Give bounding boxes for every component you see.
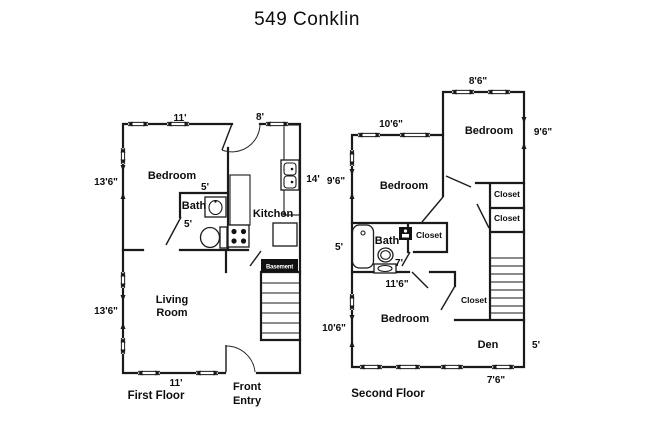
sf-dim-top-left: 10'6" bbox=[379, 119, 403, 130]
sf-dim-bath-left: 5' bbox=[335, 242, 343, 253]
sf-dim-bottom: 7'6" bbox=[487, 375, 506, 386]
basement-label: Basement bbox=[266, 265, 293, 271]
sf-dim-bath: 7' bbox=[395, 258, 403, 269]
sf-closet-den-label: Closet bbox=[461, 295, 487, 305]
ff-dim-bath-top: 5' bbox=[201, 182, 209, 193]
closet-sink-icon bbox=[399, 227, 412, 240]
first-floor-plan: Basement 11' 8' 13'6" Bedroom 5' Bath 5'… bbox=[94, 112, 320, 407]
sf-dim-top-right: 8'6" bbox=[469, 76, 488, 87]
ff-living-label-2: Room bbox=[156, 307, 187, 319]
ff-dim-top: 11' bbox=[174, 113, 187, 124]
basement-stairwell: Basement bbox=[261, 259, 299, 334]
ff-kitchen-label: Kitchen bbox=[253, 208, 294, 220]
ff-dim-kitchen-top: 8' bbox=[256, 112, 264, 123]
ff-entry-label-2: Entry bbox=[233, 395, 262, 407]
sf-interior-walls bbox=[350, 133, 526, 322]
sf-dim-left-upper: 9'6" bbox=[327, 176, 346, 187]
sf-bedroom-mid-label: Bedroom bbox=[380, 180, 429, 192]
ff-dim-bath-left: 5' bbox=[184, 219, 192, 230]
ff-outer-walls bbox=[121, 122, 302, 375]
ff-toilet bbox=[199, 226, 228, 249]
sf-dim-left-lower: 10'6" bbox=[322, 323, 346, 334]
sf-closet-right-1-label: Closet bbox=[494, 189, 520, 199]
sf-vanity-sink bbox=[373, 263, 397, 274]
second-floor-label: Second Floor bbox=[351, 388, 425, 400]
sf-stairs bbox=[491, 257, 523, 314]
kitchen-sink bbox=[280, 159, 300, 191]
ff-dim-left-upper: 13'6" bbox=[94, 177, 118, 188]
ff-dim-bottom: 11' bbox=[170, 378, 183, 389]
ff-doors bbox=[165, 123, 262, 373]
sf-closet-bath-label: Closet bbox=[416, 230, 442, 240]
sf-closet-right-2-label: Closet bbox=[494, 213, 520, 223]
sf-dim-mid: 11'6" bbox=[385, 279, 409, 290]
first-floor-label: First Floor bbox=[128, 390, 185, 402]
ff-dim-right: 14' bbox=[306, 174, 320, 185]
sf-toilet bbox=[377, 247, 394, 263]
ff-living-label-1: Living bbox=[156, 294, 188, 306]
page-title: 549 Conklin bbox=[254, 9, 360, 30]
sf-bedroom-bottom-label: Bedroom bbox=[381, 313, 430, 325]
window-symbols bbox=[120, 89, 527, 376]
sf-bedroom-top-label: Bedroom bbox=[465, 125, 514, 137]
ff-basement-stairs bbox=[262, 282, 299, 334]
bathtub bbox=[351, 224, 375, 269]
sf-dim-den-right: 5' bbox=[532, 340, 540, 351]
sf-doors bbox=[401, 175, 490, 311]
ff-bath-sink bbox=[204, 196, 227, 218]
ff-bedroom-label: Bedroom bbox=[148, 170, 197, 182]
sf-den-label: Den bbox=[478, 339, 499, 351]
ff-entry-label-1: Front bbox=[233, 381, 261, 393]
ff-bath-label: Bath bbox=[182, 200, 207, 212]
second-floor-plan: 8'6" 10'6" Bedroom 9'6" 9'6" Bedroom Clo… bbox=[322, 76, 552, 400]
refrigerator bbox=[272, 222, 298, 247]
kitchen-island-counter bbox=[229, 174, 251, 226]
ff-dim-left-lower: 13'6" bbox=[94, 306, 118, 317]
stove bbox=[227, 224, 250, 248]
sf-bath-label: Bath bbox=[375, 235, 400, 247]
sf-dim-right-upper: 9'6" bbox=[534, 127, 553, 138]
